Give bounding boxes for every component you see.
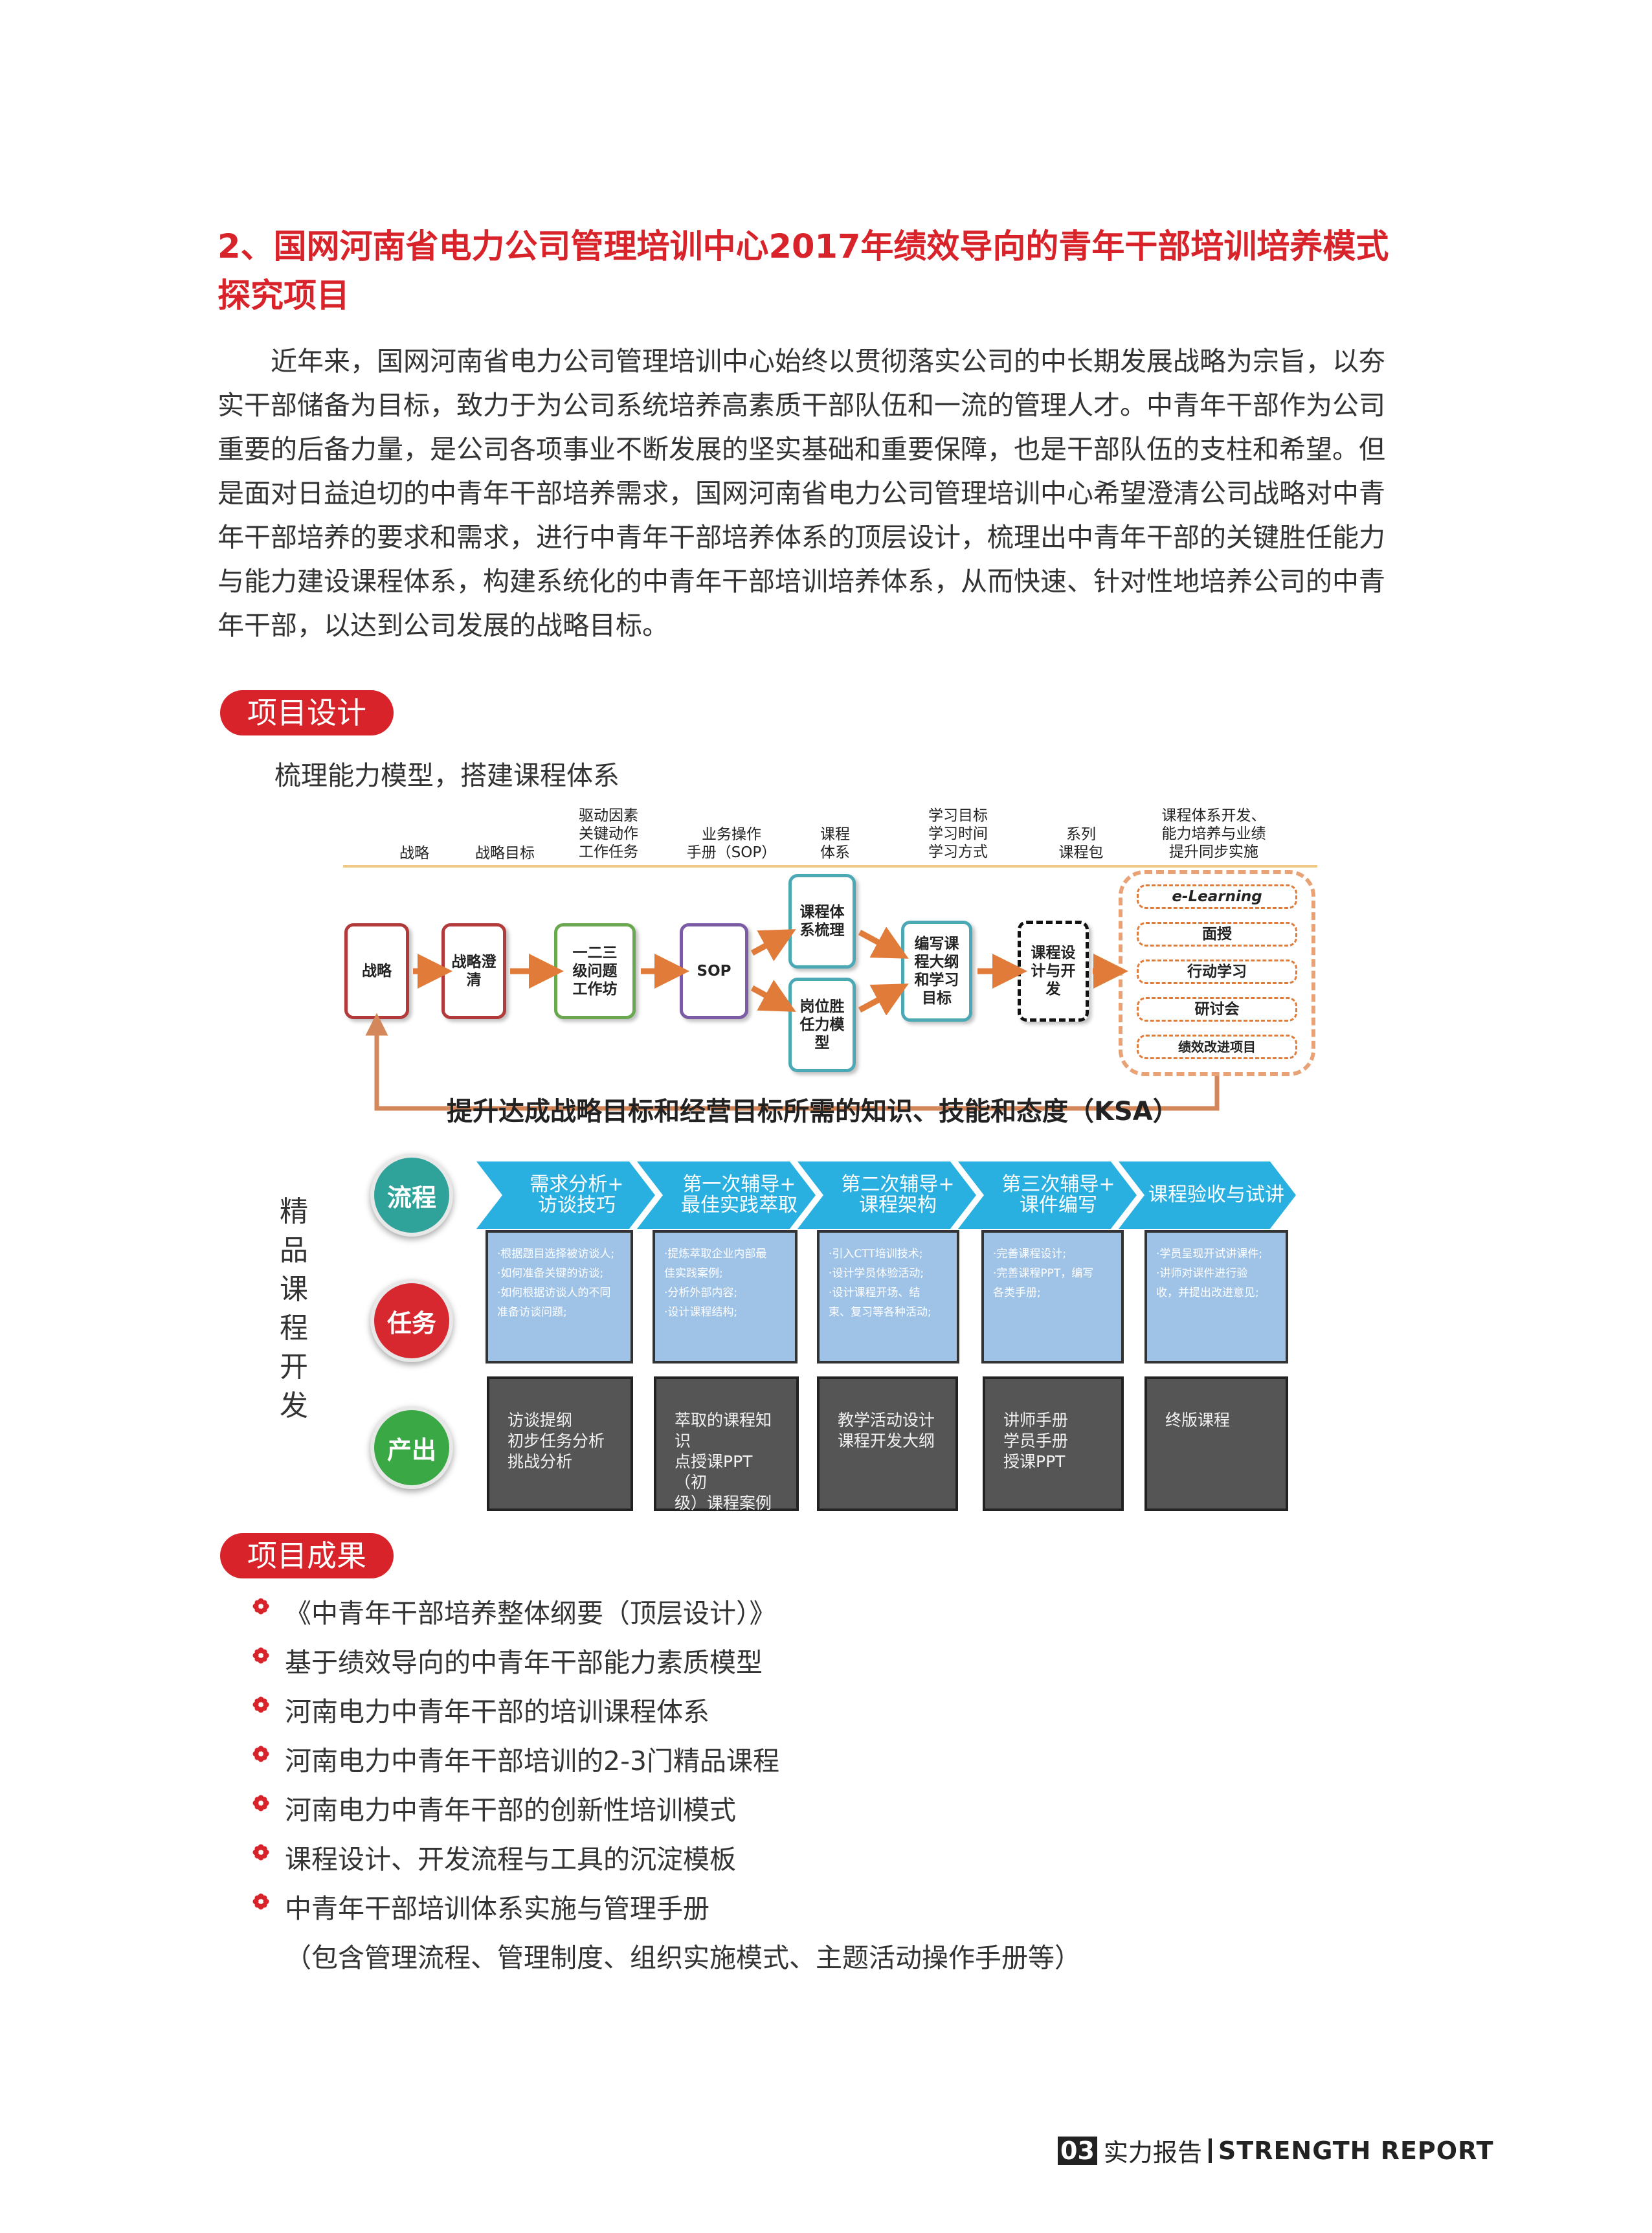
vertical-char: 精 [280, 1195, 308, 1228]
section-subhead: 梳理能力模型，搭建课程体系 [274, 760, 620, 791]
output-box-3: 教学活动设计 课程开发大纲 [817, 1376, 958, 1511]
flow-step-4: 第三次辅导+ 课件编写 [1001, 1173, 1115, 1217]
result-item-text: 中青年干部培训体系实施与管理手册 [285, 1893, 709, 1924]
ability-model-diagram: 战略 战略目标 驱动因素 关键动作 工作任务 业务操作 手册（SOP） 课程 体… [337, 796, 1321, 1133]
package-item-elearning: e-Learning [1137, 884, 1297, 909]
package-item-seminar: 研讨会 [1137, 997, 1297, 1022]
vertical-char: 程 [280, 1312, 308, 1345]
title-line-1: 2、国网河南省电力公司管理培训中心2017年绩效导向的青年干部培训培养模式 [218, 228, 1389, 266]
box-strategy: 战略 [344, 923, 409, 1019]
flower-bullet-icon [252, 1745, 269, 1762]
task-box-2: ·提炼萃取企业内部最 佳实践案例; ·分析外部内容; ·设计课程结构; [653, 1230, 798, 1363]
header-drivers: 驱动因素 关键动作 工作任务 [579, 807, 638, 860]
header-divider [343, 865, 1317, 868]
result-note: （包含管理流程、管理制度、组织实施模式、主题活动操作手册等） [285, 1942, 1081, 1973]
flower-bullet-icon [252, 1795, 269, 1812]
page-footer: 03 实力报告 STRENGTH REPORT [1058, 2133, 1494, 2168]
package-item-performance: 绩效改进项目 [1137, 1035, 1297, 1059]
flow-step-5: 课程验收与试讲 [1148, 1184, 1284, 1206]
box-sop: SOP [680, 923, 748, 1019]
ksa-caption: 提升达成战略目标和经营目标所需的知识、技能和态度（KSA） [447, 1097, 1179, 1127]
output-box-4: 讲师手册 学员手册 授课PPT [983, 1376, 1124, 1511]
task-box-4: ·完善课程设计; ·完善课程PPT，编写 各类手册; [981, 1230, 1124, 1363]
flower-bullet-icon [252, 1844, 269, 1861]
package-item-face: 面授 [1137, 922, 1297, 947]
flower-bullet-icon [252, 1598, 269, 1615]
vertical-char: 开 [280, 1351, 308, 1384]
section-label-results: 项目成果 [220, 1533, 394, 1578]
flow-step-1: 需求分析+ 访谈技巧 [530, 1173, 624, 1217]
vertical-char: 品 [280, 1234, 308, 1267]
vertical-char: 发 [280, 1389, 308, 1422]
page-number: 03 [1058, 2136, 1097, 2165]
box-post-model: 岗位胜 任力模 型 [788, 978, 856, 1072]
result-item-text: 河南电力中青年干部的创新性培训模式 [285, 1795, 736, 1826]
header-sop: 业务操作 手册（SOP） [686, 826, 777, 861]
paragraph-line: 实干部储备为目标，致力于为公司系统培养高素质干部队伍和一流的管理人才。中青年干部… [218, 390, 1385, 421]
paragraph-line: 是面对日益迫切的中青年干部培养需求，国网河南省电力公司管理培训中心希望澄清公司战… [218, 478, 1385, 509]
page-title: 2、国网河南省电力公司管理培训中心2017年绩效导向的青年干部培训培养模式 探究… [218, 223, 1447, 321]
box-design: 课程设 计与开 发 [1018, 921, 1089, 1022]
intro-paragraph: 近年来，国网河南省电力公司管理培训中心始终以贯彻落实公司的中长期发展战略为宗旨，… [218, 339, 1434, 647]
output-box-5: 终版课程 [1144, 1376, 1288, 1511]
flower-bullet-icon [252, 1696, 269, 1713]
flower-bullet-icon [252, 1893, 269, 1910]
flow-chevrons [476, 1161, 1296, 1229]
row-circle-task: 任务 [370, 1279, 453, 1362]
output-box-1: 访谈提纲 初步任务分析 挑战分析 [487, 1376, 633, 1511]
flower-bullet-icon [252, 1647, 269, 1664]
vertical-char: 课 [280, 1273, 308, 1306]
footer-cn: 实力报告 [1103, 2138, 1202, 2167]
flow-arrows [365, 926, 1220, 1111]
row-circle-output: 产出 [370, 1406, 453, 1489]
box-course-sort: 课程体 系梳理 [788, 874, 856, 969]
flow-step-3: 第二次辅导+ 课程架构 [841, 1173, 955, 1217]
footer-divider [1208, 2138, 1212, 2163]
course-dev-vertical-label: 精 品 课 程 开 发 [277, 1193, 311, 1426]
section-label-design: 项目设计 [220, 690, 394, 735]
paragraph-line: 年干部，以达到公司发展的战略目标。 [218, 610, 669, 641]
header-learning: 学习目标 学习时间 学习方式 [928, 807, 988, 860]
paragraph-line: 重要的后备力量，是公司各项事业不断发展的坚实基础和重要保障，也是干部队伍的支柱和… [218, 434, 1385, 465]
task-box-1: ·根据题目选择被访谈人; ·如何准备关键的访谈; ·如何根据访谈人的不同 准备访… [486, 1230, 633, 1363]
package-item-action: 行动学习 [1137, 959, 1297, 984]
row-circle-flow: 流程 [370, 1154, 453, 1237]
header-package: 系列 课程包 [1058, 826, 1104, 861]
box-outline: 编写课 程大纲 和学习 目标 [901, 921, 972, 1022]
title-line-2: 探究项目 [218, 277, 350, 315]
footer-en: STRENGTH REPORT [1218, 2136, 1494, 2165]
result-item-text: 基于绩效导向的中青年干部能力素质模型 [285, 1647, 763, 1678]
header-implementation: 课程体系开发、 能力培养与业绩 提升同步实施 [1161, 807, 1266, 860]
result-item-text: 河南电力中青年干部的培训课程体系 [285, 1696, 709, 1727]
result-item-text: 《中青年干部培养整体纲要（顶层设计）》 [285, 1598, 776, 1629]
result-item-text: 河南电力中青年干部培训的2-3门精品课程 [285, 1745, 779, 1777]
paragraph-line: 与能力建设课程体系，构建系统化的中青年干部培训培养体系，从而快速、针对性地培养公… [218, 566, 1385, 597]
task-box-3: ·引入CTT培训技术; ·设计学员体验活动; ·设计课程开场、结 束、复习等各种… [817, 1230, 959, 1363]
paragraph-line: 年干部培养的要求和需求，进行中青年干部培养体系的顶层设计，梳理出中青年干部的关键… [218, 522, 1385, 553]
flow-step-2: 第一次辅导+ 最佳实践萃取 [681, 1173, 798, 1217]
result-item-text: 课程设计、开发流程与工具的沉淀模板 [285, 1844, 736, 1875]
paragraph-line: 近年来，国网河南省电力公司管理培训中心始终以贯彻落实公司的中长期发展战略为宗旨，… [218, 346, 1385, 377]
header-strategy-goal: 战略目标 [475, 845, 535, 862]
header-strategy: 战略 [399, 845, 429, 862]
task-box-5: ·学员呈现开试讲课件; ·讲师对课件进行验 收，并提出改进意见; [1144, 1230, 1288, 1363]
output-box-2: 萃取的课程知识 点授课PPT（初 级）课程案例 [654, 1376, 799, 1512]
header-course-system: 课程 体系 [820, 826, 850, 861]
